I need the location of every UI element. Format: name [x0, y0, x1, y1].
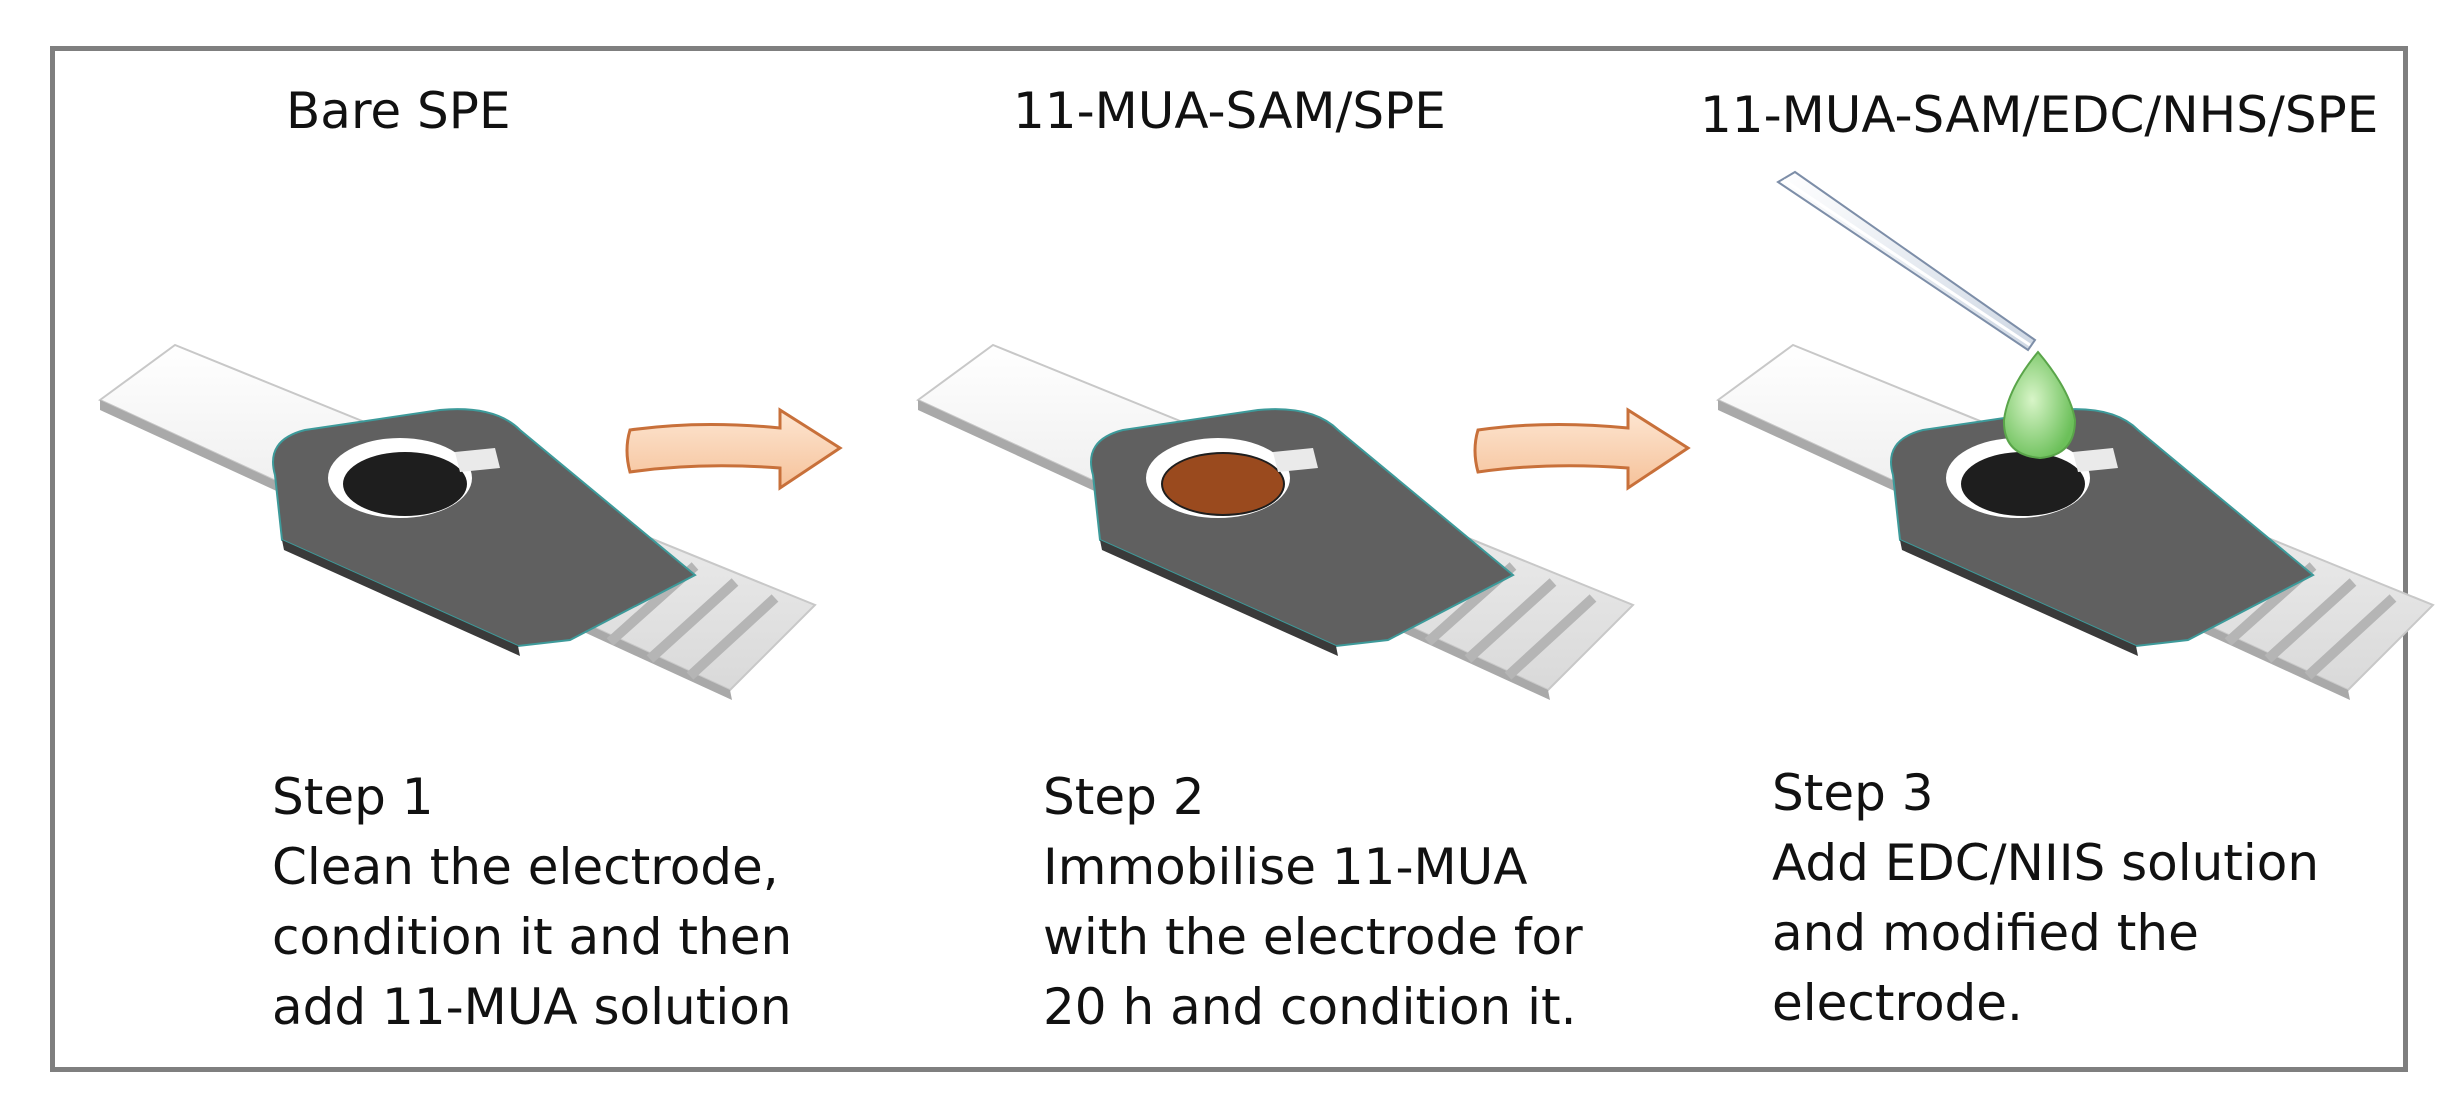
figure-frame: [50, 46, 2408, 1072]
step-2-line-3: 20 h and condition it.: [1043, 978, 1577, 1036]
flow-arrow-1: [625, 408, 842, 490]
panel-1-title: Bare SPE: [286, 82, 511, 140]
step-3-line-2: and modified the: [1772, 904, 2199, 962]
step-1-line-3: add 11-MUA solution: [272, 978, 792, 1036]
panel-2-title: 11-MUA-SAM/SPE: [1013, 82, 1446, 140]
pipette-icon: [1776, 170, 2037, 352]
step-2-heading: Step 2: [1043, 768, 1205, 826]
step-3-heading: Step 3: [1772, 764, 1934, 822]
droplet-icon: [2002, 350, 2077, 460]
panel-3-title: 11-MUA-SAM/EDC/NHS/SPE: [1700, 86, 2379, 144]
step-3-description: Step 3 Add EDC/NIIS solution and modifie…: [1772, 758, 2319, 1038]
electrode-mua-layer: [918, 345, 1633, 700]
step-3-line-3: electrode.: [1772, 974, 2023, 1032]
step-2-line-2: with the electrode for: [1043, 908, 1583, 966]
electrode-bare: [100, 345, 815, 700]
mua-layer-spot: [1163, 454, 1283, 514]
step-1-description: Step 1 Clean the electrode, condition it…: [272, 762, 792, 1042]
step-1-line-2: condition it and then: [272, 908, 793, 966]
step-3-line-1: Add EDC/NIIS solution: [1772, 834, 2320, 892]
step-2-description: Step 2 Immobilise 11-MUA with the electr…: [1043, 762, 1583, 1042]
electrode-edc-nhs: [1718, 345, 2433, 700]
step-2-line-1: Immobilise 11-MUA: [1043, 838, 1528, 896]
step-1-line-1: Clean the electrode,: [272, 838, 779, 896]
step-1-heading: Step 1: [272, 768, 434, 826]
flow-arrow-2: [1473, 408, 1690, 490]
